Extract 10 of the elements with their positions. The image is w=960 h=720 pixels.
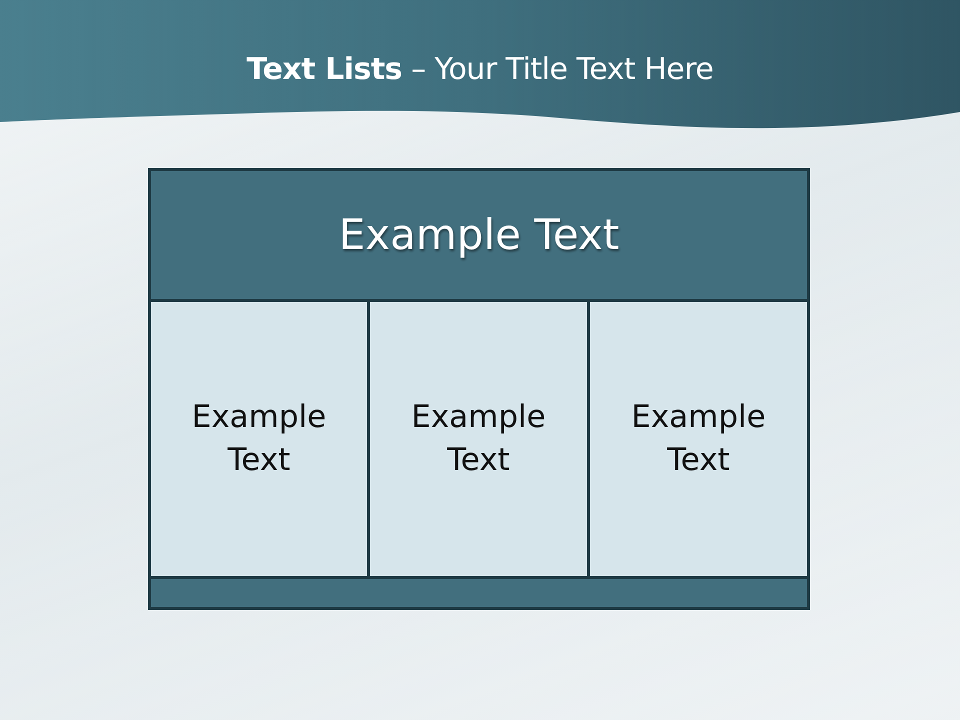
column-text: Example Text bbox=[630, 398, 767, 480]
column-panel bbox=[367, 299, 590, 579]
column-text: Example Text bbox=[410, 398, 547, 480]
column-panel bbox=[148, 299, 370, 579]
column-panel bbox=[587, 299, 810, 579]
heading-text: Example Text bbox=[338, 208, 620, 261]
slide-title: Text Lists – Your Title Text Here bbox=[246, 52, 714, 87]
footer-bar bbox=[148, 576, 810, 610]
column-text: Example Text bbox=[190, 398, 328, 480]
header-panel bbox=[148, 168, 810, 302]
